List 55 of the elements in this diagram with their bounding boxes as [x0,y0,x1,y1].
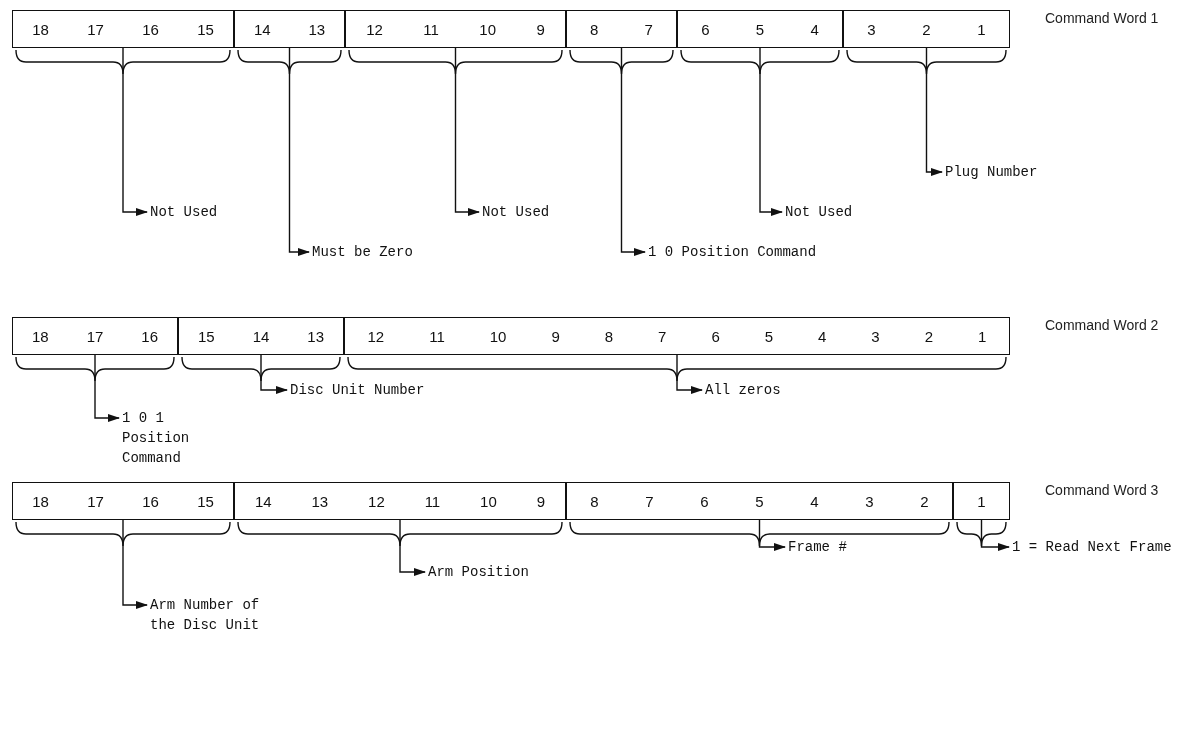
leader-arrow [399,519,426,576]
bit-numbers: 15 14 13 [197,327,325,345]
field-description: 1 = Read Next Frame [1012,537,1182,557]
bit-field [677,10,843,48]
bit-numbers: 1 [976,492,987,510]
bit-field [178,317,344,355]
word-title: Command Word 1 [1045,10,1159,26]
leader-arrow [758,519,786,551]
bit-field [953,482,1010,520]
bit-field [12,317,178,355]
field-description: 1 0 1 Position Command [122,408,192,468]
leader-arrow [122,47,148,216]
leader-arrow [620,47,646,256]
bit-numbers: 12 11 10 9 [365,20,546,38]
field-description: Frame # [788,537,908,557]
field-description: Not Used [482,202,602,222]
field-description: Not Used [785,202,905,222]
field-description: Arm Number of the Disc Unit [150,595,290,635]
bit-numbers: 14 13 12 11 10 9 [253,492,546,510]
leader-arrow [260,354,288,394]
field-description: 1 0 Position Command [648,242,908,262]
field-description: Disc Unit Number [290,380,490,400]
field-description: Arm Position [428,562,588,582]
bit-numbers: 8 7 [589,20,654,38]
bit-field [345,10,566,48]
leader-arrow [122,519,148,609]
leader-arrow [676,354,703,394]
field-description: Not Used [150,202,270,222]
bit-field [12,10,234,48]
bit-field [12,482,234,520]
bit-numbers: 8 7 6 5 4 3 2 [589,492,930,510]
leader-arrow [454,47,480,216]
leader-arrow [925,47,943,176]
word-title: Command Word 2 [1045,317,1159,333]
word-title: Command Word 3 [1045,482,1159,498]
bit-field [843,10,1010,48]
leader-arrow [759,47,783,216]
bit-field [566,482,953,520]
bit-numbers: 14 13 [252,20,327,38]
field-description: Plug Number [945,162,1145,182]
leader-arrow [288,47,310,256]
leader-arrow [94,354,120,422]
bit-numbers: 18 17 16 15 [31,492,215,510]
bit-field [566,10,677,48]
bit-field [344,317,1010,355]
field-description: Must be Zero [312,242,512,262]
field-description: All zeros [705,380,855,400]
bit-field [234,10,345,48]
bit-numbers: 18 17 16 15 [31,20,215,38]
bit-numbers: 12 11 10 9 8 7 6 5 4 3 2 1 [366,327,988,345]
bit-numbers: 18 17 16 [31,327,159,345]
bit-numbers: 3 2 1 [866,20,987,38]
leader-arrow [980,519,1010,551]
bit-field [234,482,566,520]
bit-numbers: 6 5 4 [700,20,820,38]
